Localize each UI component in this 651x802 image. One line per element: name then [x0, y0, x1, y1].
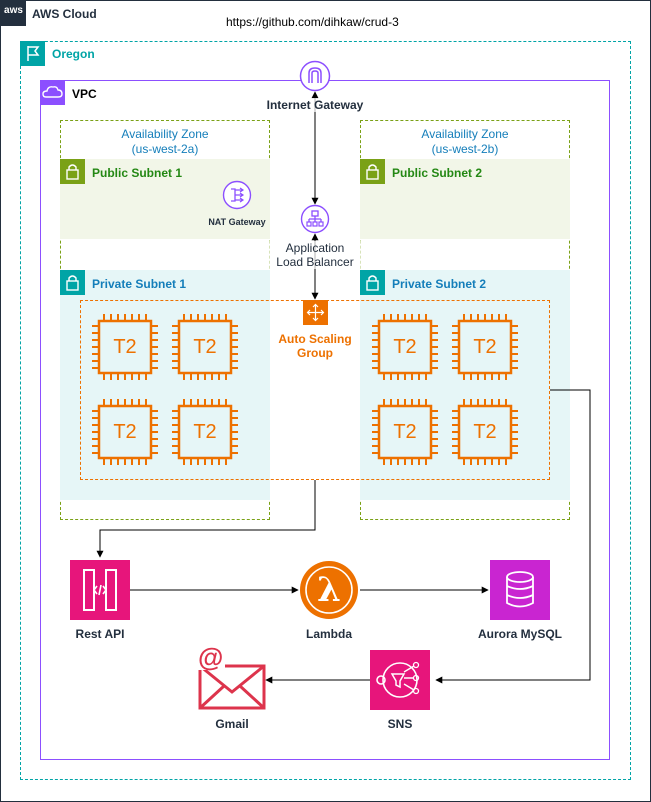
gmail-email-icon[interactable]: @ — [196, 644, 268, 710]
internet-gateway-label: Internet Gateway — [255, 98, 375, 112]
repo-url[interactable]: https://github.com/dihkaw/crud-3 — [226, 15, 399, 29]
public-subnet-2-lock-icon — [360, 159, 385, 184]
region-group — [20, 41, 631, 780]
public-subnet-1-lock-icon — [60, 159, 85, 184]
aurora-database-icon[interactable] — [490, 560, 550, 620]
public-subnet-2-title: Public Subnet 2 — [392, 166, 483, 180]
aurora-label: Aurora MySQL — [477, 627, 562, 641]
vpc-title: VPC — [72, 87, 97, 101]
rest-api-label: Rest API — [75, 627, 125, 641]
ec2-instance-type-label: T2 — [473, 336, 497, 358]
ec2-t2-instance-icon[interactable]: T2 — [90, 397, 160, 467]
aws-cloud-title: AWS Cloud — [32, 7, 97, 21]
az1-title: Availability Zone — [121, 127, 209, 141]
api-gateway-icon[interactable] — [70, 560, 130, 620]
public-subnet-2 — [360, 159, 570, 239]
az1-code: (us-west-2a) — [131, 142, 199, 156]
ec2-instance-type-label: T2 — [473, 421, 497, 443]
lambda-label: Lambda — [305, 627, 352, 641]
ec2-t2-instance-icon[interactable]: T2 — [450, 312, 520, 382]
ec2-instance-type-label: T2 — [113, 336, 137, 358]
private-subnet-1 — [60, 270, 270, 500]
lambda-icon[interactable]: λ — [299, 560, 359, 620]
ec2-t2-instance-icon[interactable]: T2 — [170, 397, 240, 467]
public-subnet-1-title: Public Subnet 1 — [92, 166, 183, 180]
region-flag-icon — [20, 41, 45, 66]
load-balancer-icon[interactable] — [300, 204, 330, 234]
internet-gateway-icon[interactable] — [299, 60, 331, 92]
nat-gateway-label: NAT Gateway — [208, 217, 266, 227]
ec2-instance-type-label: T2 — [113, 421, 137, 443]
auto-scaling-label-line1: Auto Scaling — [278, 332, 352, 346]
connector-asg-sns — [435, 389, 591, 684]
connector-asg-restapi — [96, 480, 316, 558]
lambda-symbol: λ — [317, 570, 341, 610]
ec2-t2-instance-icon[interactable]: T2 — [170, 312, 240, 382]
private-subnet-2-title: Private Subnet 2 — [392, 277, 487, 291]
sns-label: SNS — [387, 717, 413, 731]
ec2-t2-instance-icon[interactable]: T2 — [90, 312, 160, 382]
ec2-instance-type-label: T2 — [393, 336, 417, 358]
az2-title: Availability Zone — [421, 127, 509, 141]
gmail-label: Gmail — [215, 717, 249, 731]
aws-logo: aws — [1, 1, 26, 26]
ec2-instance-type-label: T2 — [193, 336, 217, 358]
ec2-t2-instance-icon[interactable]: T2 — [370, 397, 440, 467]
private-subnet-2-lock-icon — [360, 270, 385, 295]
az2-code: (us-west-2b) — [431, 142, 499, 156]
vpc-cloud-icon — [40, 80, 65, 105]
ec2-t2-instance-icon[interactable]: T2 — [450, 397, 520, 467]
ec2-instance-type-label: T2 — [193, 421, 217, 443]
gmail-at-symbol: @ — [198, 642, 226, 672]
private-subnet-1-lock-icon — [60, 270, 85, 295]
load-balancer-label-line2: Load Balancer — [255, 255, 375, 269]
auto-scaling-icon[interactable] — [303, 300, 328, 325]
private-subnet-1-title: Private Subnet 1 — [92, 277, 187, 291]
sns-icon[interactable] — [370, 650, 430, 710]
region-title: Oregon — [52, 47, 95, 61]
ec2-instance-type-label: T2 — [393, 421, 417, 443]
aws-logo-text: aws — [4, 5, 23, 16]
ec2-t2-instance-icon[interactable]: T2 — [370, 312, 440, 382]
load-balancer-label-line1: Application — [255, 241, 375, 255]
auto-scaling-label-line2: Group — [297, 346, 333, 360]
nat-gateway-icon[interactable] — [222, 180, 252, 210]
